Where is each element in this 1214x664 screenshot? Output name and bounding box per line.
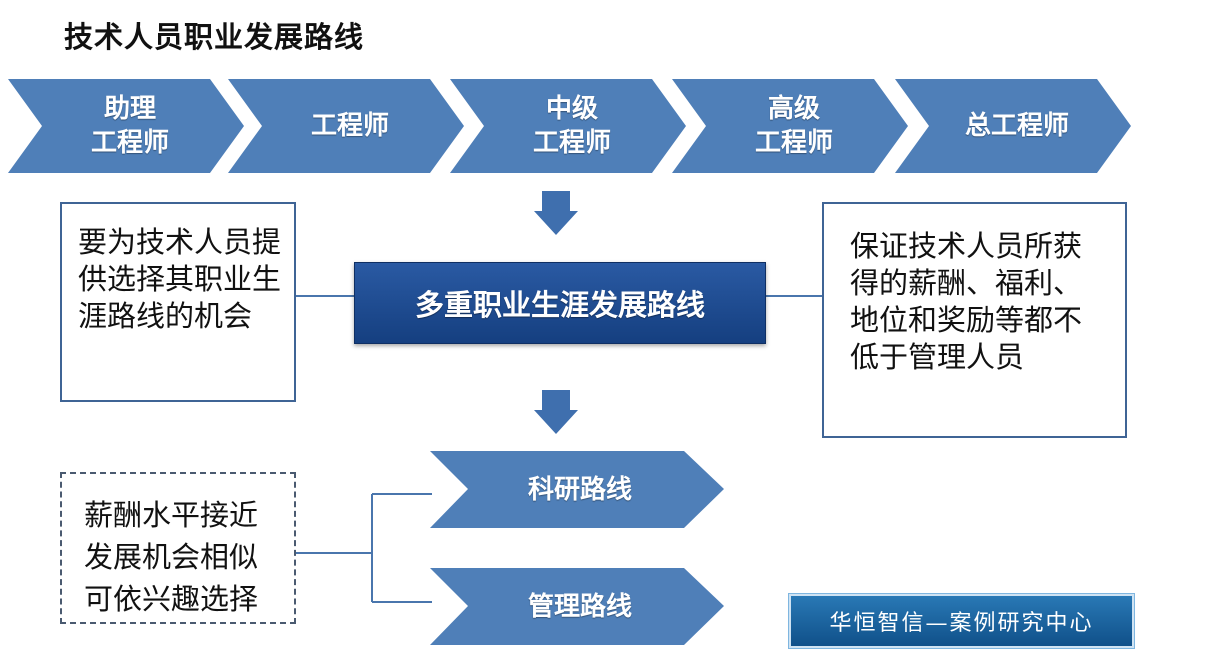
route-label-management: 管理路线 bbox=[527, 591, 632, 622]
bottom-note-box: 薪酬水平接近发展机会相似可依兴趣选择 bbox=[60, 472, 296, 624]
stage-chevron-1 bbox=[8, 79, 244, 173]
left-note-box: 要为技术人员提供选择其职业生涯路线的机会 bbox=[60, 202, 296, 402]
stage-label-3: 中级 工程师 bbox=[532, 94, 611, 158]
right-note-text: 保证技术人员所获得的薪酬、福利、地位和奖励等都不低于管理人员 bbox=[850, 229, 1083, 374]
stage-chevron-2 bbox=[228, 79, 464, 173]
badge-text: 华恒智信—案例研究中心 bbox=[829, 611, 1094, 636]
down-arrow-top bbox=[534, 191, 578, 235]
right-note-box: 保证技术人员所获得的薪酬、福利、地位和奖励等都不低于管理人员 bbox=[822, 202, 1127, 438]
stage-chevron-4 bbox=[672, 79, 908, 173]
center-label: 多重职业生涯发展路线 bbox=[414, 288, 705, 322]
stage-chevron-3 bbox=[450, 79, 686, 173]
route-arrow-management bbox=[430, 568, 724, 645]
bottom-note-text: 薪酬水平接近发展机会相似可依兴趣选择 bbox=[84, 498, 259, 616]
stage-label-1: 助理 工程师 bbox=[90, 94, 169, 158]
stage-label-2: 工程师 bbox=[310, 111, 389, 141]
stage-chevron-5 bbox=[895, 79, 1131, 173]
route-arrow-research bbox=[430, 451, 724, 528]
page-title: 技术人员职业发展路线 bbox=[64, 20, 365, 54]
stage-label-4: 高级 工程师 bbox=[754, 94, 833, 158]
down-arrow-bottom bbox=[534, 390, 578, 434]
stage-label-5: 总工程师 bbox=[964, 111, 1069, 141]
route-label-research: 科研路线 bbox=[527, 474, 632, 505]
source-badge: 华恒智信—案例研究中心 bbox=[788, 593, 1135, 649]
left-note-text: 要为技术人员提供选择其职业生涯路线的机会 bbox=[78, 225, 282, 333]
center-box: 多重职业生涯发展路线 bbox=[354, 262, 766, 344]
